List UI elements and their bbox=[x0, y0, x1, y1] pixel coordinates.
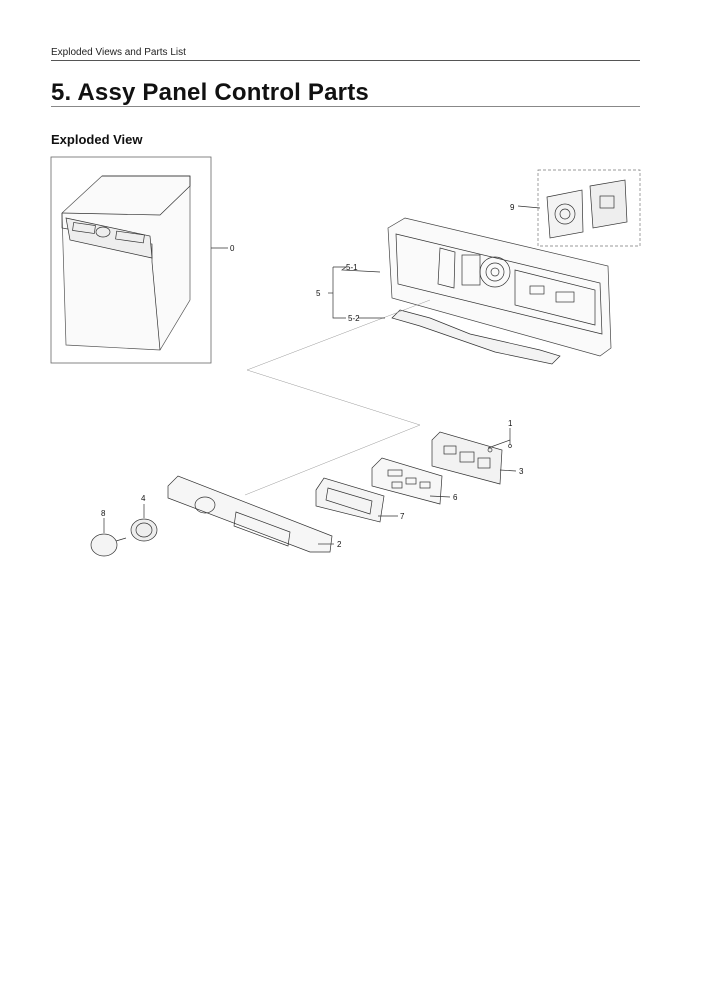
header-divider bbox=[51, 60, 640, 61]
callout-2: 2 bbox=[337, 540, 342, 549]
panel-control-assembly bbox=[387, 217, 612, 365]
callout-4: 4 bbox=[141, 494, 146, 503]
section-title: Exploded View bbox=[51, 132, 143, 147]
display-film bbox=[371, 457, 443, 505]
callout-5-2: 5-2 bbox=[348, 314, 360, 323]
screw bbox=[508, 428, 512, 448]
title-divider bbox=[51, 106, 640, 107]
sub-pcb-group bbox=[537, 169, 641, 247]
callout-8: 8 bbox=[101, 509, 106, 518]
running-header: Exploded Views and Parts List bbox=[51, 47, 186, 58]
callout-3: 3 bbox=[519, 467, 524, 476]
callout-6: 6 bbox=[453, 493, 458, 502]
page-title: 5. Assy Panel Control Parts bbox=[51, 79, 369, 106]
knob-ring bbox=[130, 518, 158, 542]
display-window bbox=[315, 477, 385, 523]
callout-7: 7 bbox=[400, 512, 405, 521]
knob-cap bbox=[90, 533, 127, 557]
callout-5: 5 bbox=[316, 289, 321, 298]
main-pcb bbox=[431, 431, 503, 485]
washer-assembly bbox=[50, 156, 212, 364]
front-panel bbox=[167, 475, 333, 553]
callout-5-1: 5-1 bbox=[346, 263, 358, 272]
callout-1: 1 bbox=[508, 419, 513, 428]
callout-0: 0 bbox=[230, 244, 235, 253]
callout-9: 9 bbox=[510, 203, 515, 212]
